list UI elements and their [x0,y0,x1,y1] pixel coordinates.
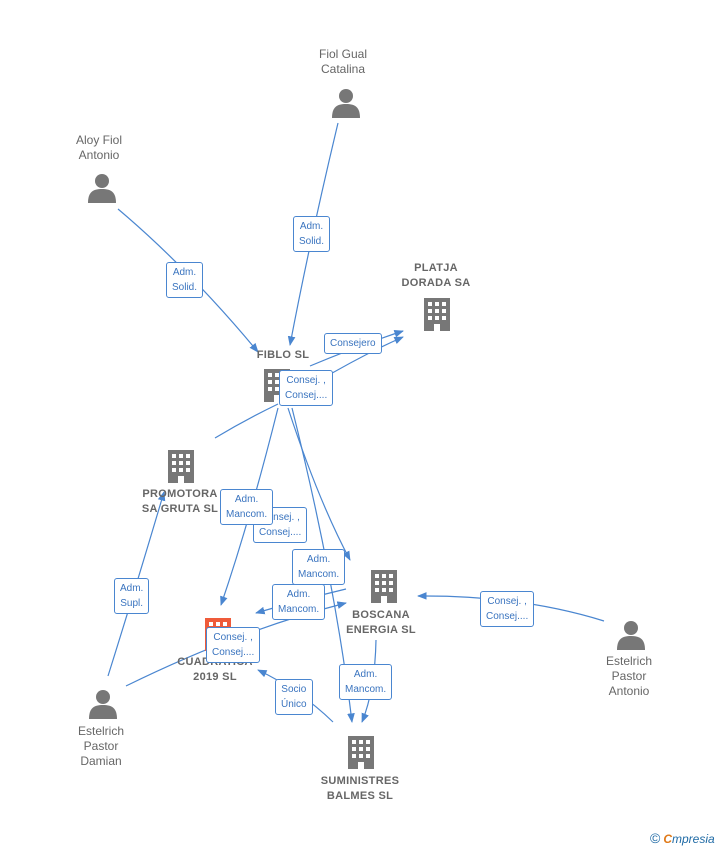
person-icon[interactable] [332,89,360,118]
edge-label-consej[interactable]: Consej. , Consej.... [253,507,308,543]
brand-watermark: ©Cmpresia [650,830,715,846]
node-label-fiblo[interactable]: FIBLO SL [256,349,310,361]
node-label-suministres-balmes[interactable]: SUMINISTRES BALMES SL [320,775,400,802]
building-icon[interactable] [348,736,374,769]
node-label-aloy-fiol-antonio[interactable]: Aloy Fiol Antonio [75,133,122,162]
edge-line-fiblo-promotora [214,403,279,439]
person-icon[interactable] [617,621,645,650]
node-label-promotora-sa-gruta[interactable]: PROMOTORA SA GRUTA SL [141,488,219,515]
building-icon[interactable] [371,570,397,603]
building-icon[interactable] [168,450,194,483]
node-label-platja-dorada[interactable]: PLATJA DORADA SA [401,262,471,289]
edge-label-adm-mancom[interactable]: Adm. Mancom. [339,664,393,700]
edge-label-consej[interactable]: Consej. , Consej.... [480,591,535,627]
brand-logo-initial: C [663,832,672,846]
edge-label-adm-mancom[interactable]: Adm. Mancom. [220,489,274,525]
node-label-estelrich-pastor-damian[interactable]: Estelrich Pastor Damian [77,724,124,768]
edge-label-adm-solid[interactable]: Adm. Solid. [166,262,204,298]
person-icon[interactable] [88,174,116,203]
edge-label-adm-supl[interactable]: Adm. Supl. [114,578,150,614]
copyright-symbol: © [650,830,661,846]
edge-line-fiblo-boscana [287,407,351,561]
edge-label-socio-unico[interactable]: Socio Único [275,679,313,715]
node-label-boscana-energia[interactable]: BOSCANA ENERGIA SL [346,609,416,636]
edge-label-consej[interactable]: Consej. , Consej.... [279,370,334,406]
edge-label-consejero[interactable]: Consejero [324,333,382,354]
edge-label-adm-mancom[interactable]: Adm. Mancom. [272,584,326,620]
edge-label-adm-mancom[interactable]: Adm. Mancom. [292,549,346,585]
brand-logo-text: mpresia [672,832,715,846]
person-icon[interactable] [89,690,117,719]
building-icon[interactable] [424,298,450,331]
edge-label-adm-solid[interactable]: Adm. Solid. [293,216,331,252]
edge-label-consej[interactable]: Consej. , Consej.... [206,627,261,663]
node-label-estelrich-pastor-antonio[interactable]: Estelrich Pastor Antonio [605,654,652,698]
node-label-fiol-gual-catalina[interactable]: Fiol Gual Catalina [318,47,368,76]
